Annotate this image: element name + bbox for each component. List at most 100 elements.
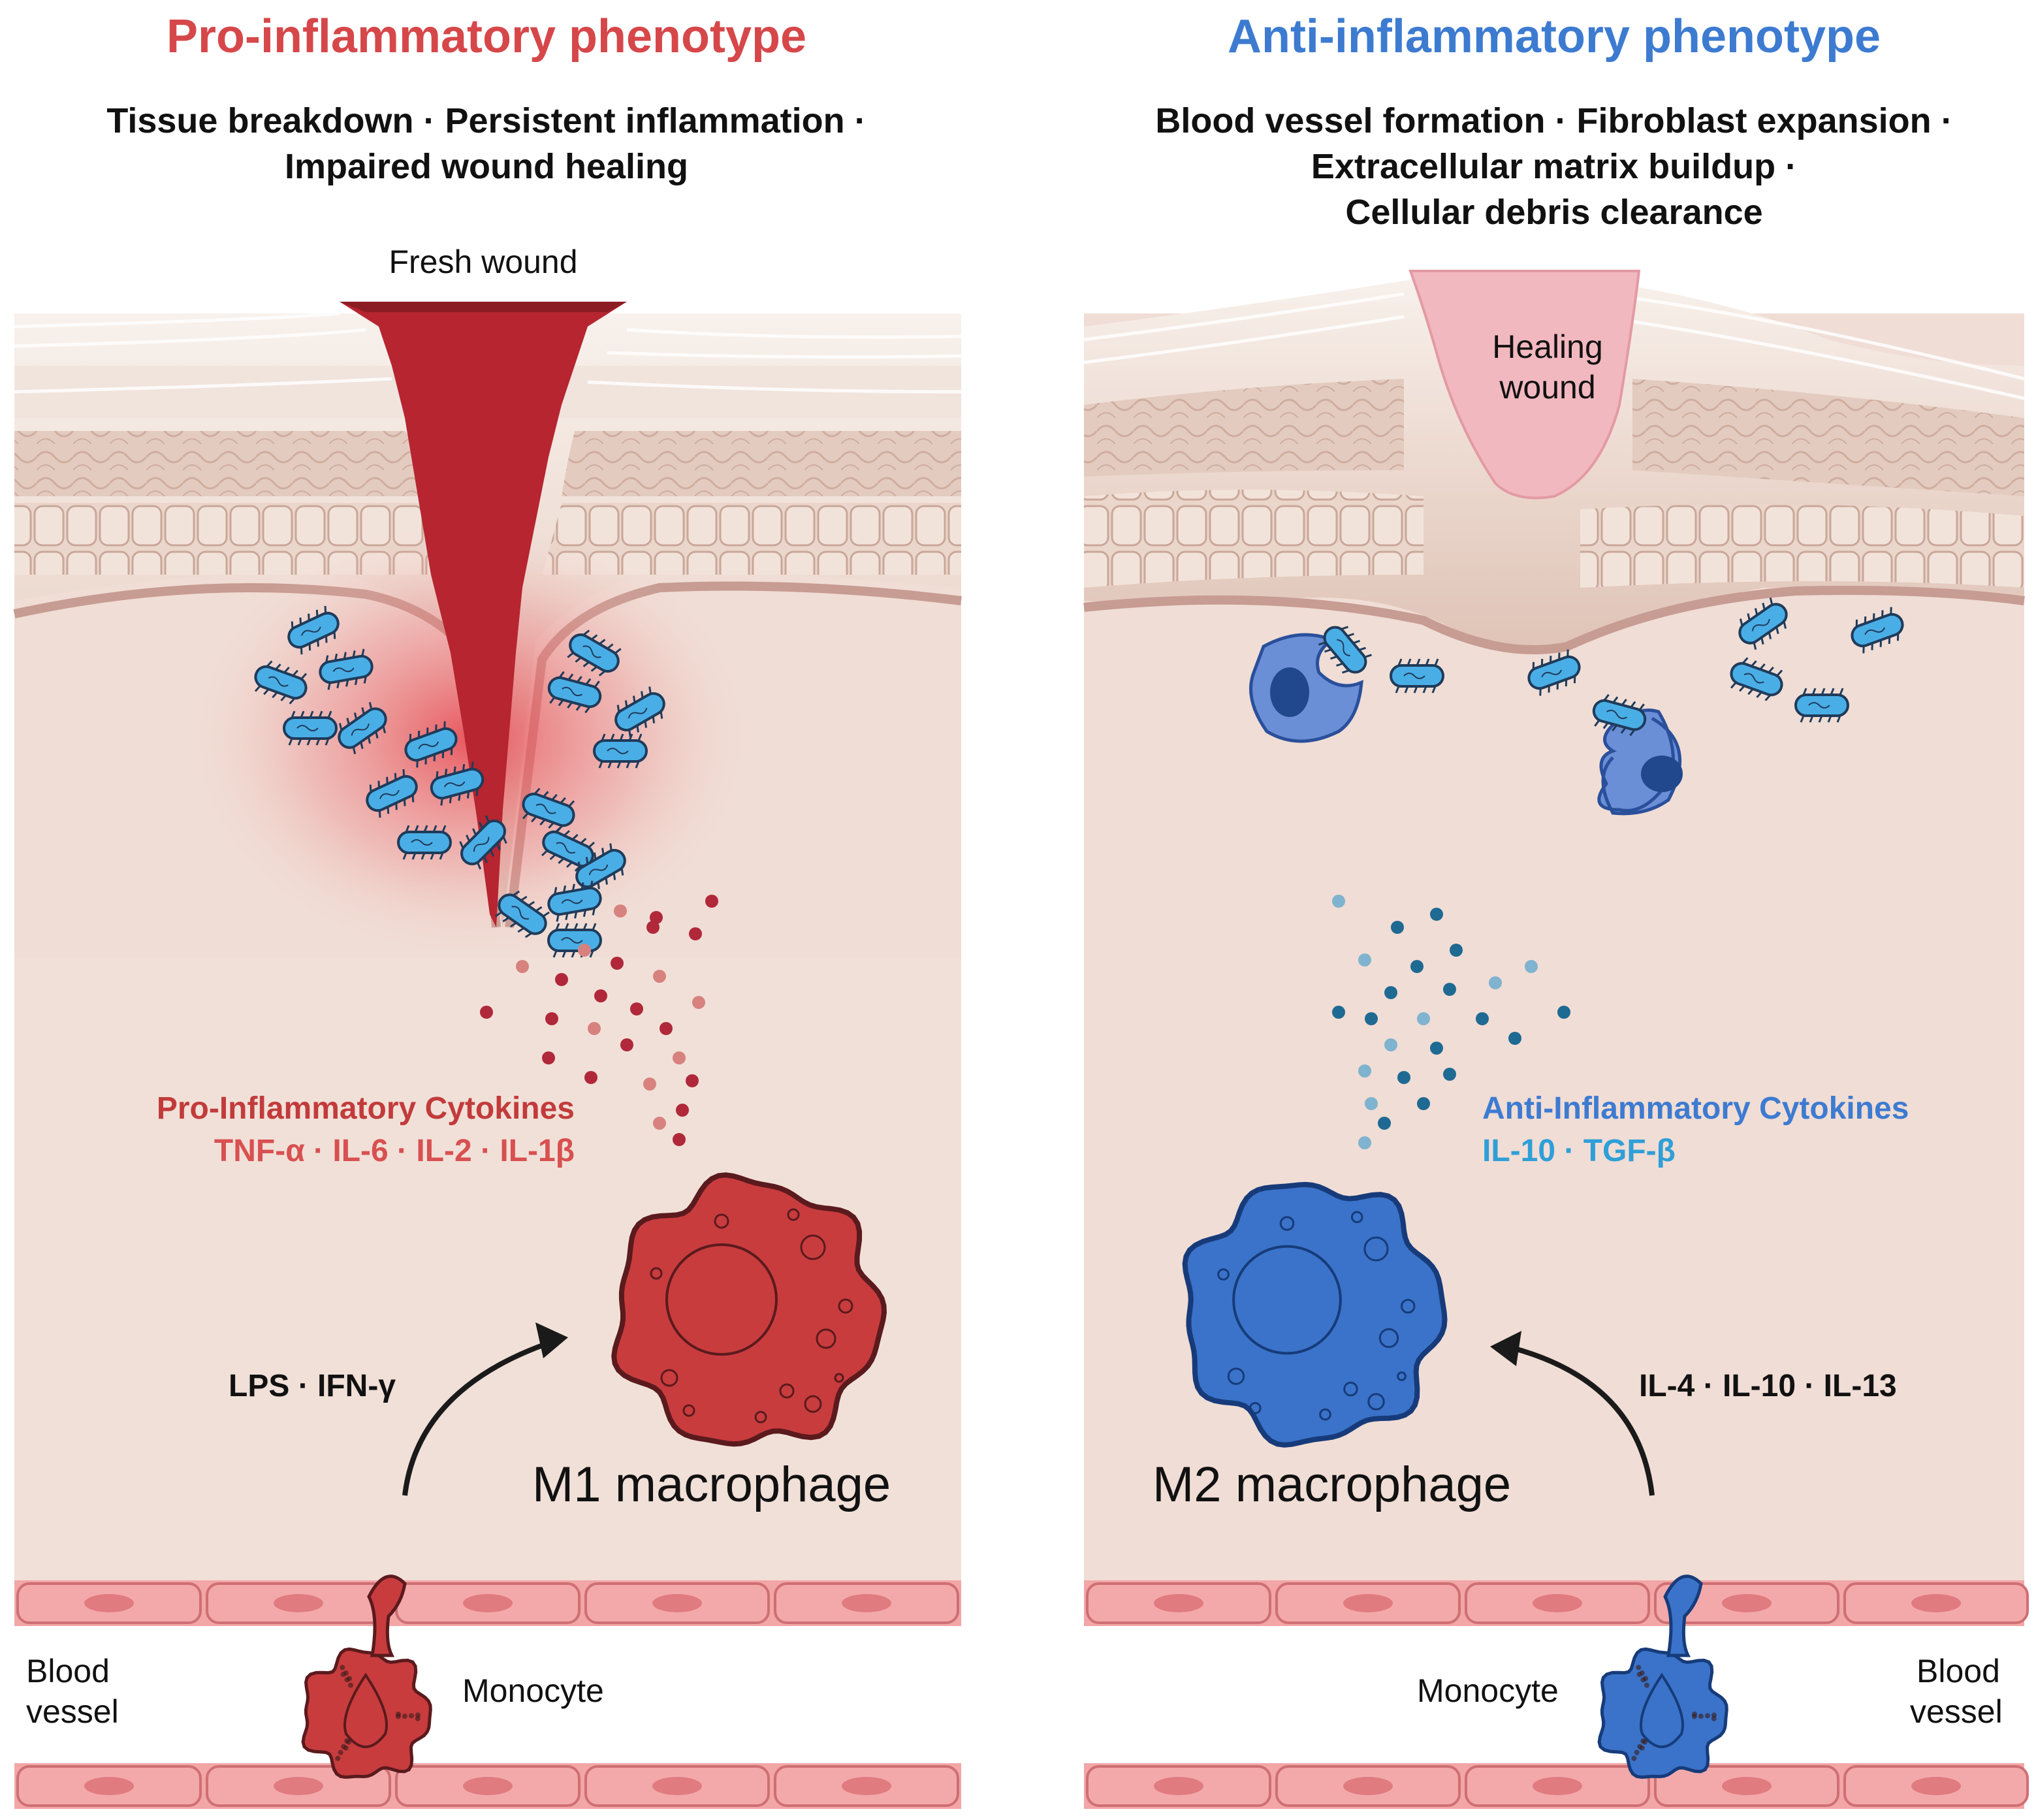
endothelial-nucleus	[652, 1777, 702, 1795]
m1-macrophage-label: M1 macrophage	[532, 1457, 891, 1512]
vacuole	[787, 1208, 800, 1221]
healing-wound-label-2: wound	[1499, 369, 1596, 406]
granule	[408, 1713, 414, 1719]
bacterium-icon	[547, 923, 602, 958]
granule	[1636, 1665, 1642, 1670]
granule	[1634, 1749, 1640, 1755]
endothelial-nucleus	[1154, 1777, 1203, 1795]
vacuole	[660, 1369, 678, 1387]
cytokine-dot	[1384, 1038, 1397, 1051]
endothelial-nucleus	[842, 1777, 891, 1795]
granule	[347, 1682, 353, 1688]
monocyte-body	[301, 1647, 432, 1779]
healing-wound-label-1: Healing	[1492, 328, 1603, 365]
cytokine-dot	[1332, 895, 1345, 908]
m1-macrophage	[611, 1172, 887, 1447]
bacterium-icon	[1794, 688, 1849, 723]
nucleus	[665, 1243, 778, 1356]
granule	[340, 1665, 345, 1670]
vacuole	[1343, 1381, 1358, 1397]
endothelial-nucleus	[1911, 1594, 1961, 1612]
endothelial-nucleus	[1343, 1594, 1393, 1612]
cytokine-dot	[542, 1051, 555, 1064]
left-vessel-label-1: Blood	[26, 1653, 110, 1689]
cytokine-dot	[1378, 1117, 1391, 1130]
bacterium-icon	[1318, 626, 1372, 674]
vacuole	[1397, 1371, 1407, 1381]
vacuole	[714, 1213, 729, 1229]
granule	[1640, 1738, 1646, 1744]
healing-wound	[1408, 270, 1641, 500]
vacuole	[800, 1234, 826, 1260]
anti-cytokines-list: IL-10 · TGF-β	[1482, 1134, 1676, 1168]
bacterium-icon	[430, 761, 485, 806]
bacterium-icon	[319, 648, 374, 690]
cytokine-dot	[620, 1038, 633, 1051]
cytokine-dot	[584, 1071, 597, 1084]
right-vessel-label-1: Blood	[1917, 1653, 2000, 1689]
endothelial-nucleus	[84, 1594, 134, 1612]
cytokine-dot	[692, 996, 705, 1009]
anti-cytokines-label: Anti-Inflammatory Cytokines	[1482, 1091, 1909, 1126]
vacuole	[650, 1267, 663, 1280]
cytokine-dot	[1443, 1068, 1456, 1081]
vacuole	[1401, 1299, 1416, 1314]
left-effects-line-2: Impaired wound healing	[284, 147, 689, 186]
bacterium-icon	[495, 890, 550, 938]
cytokine-dot	[1557, 1006, 1570, 1019]
cytokine-dot	[1365, 1012, 1378, 1025]
cytokine-dot	[705, 895, 718, 908]
vacuole	[1227, 1367, 1245, 1385]
cytokine-dot	[646, 921, 660, 934]
left-effects-line-1: Tissue breakdown · Persistent inflammati…	[106, 101, 867, 140]
left-monocyte	[301, 1574, 432, 1779]
monocyte-pseudopod	[367, 1574, 407, 1657]
cytokine-dot	[673, 1133, 686, 1146]
vacuole	[1249, 1401, 1262, 1414]
bacterium-icon	[1527, 649, 1581, 696]
cytokine-dot	[1365, 1097, 1378, 1110]
right-monocyte	[1597, 1574, 1728, 1779]
left-cytokine-dots	[480, 895, 718, 1146]
right-panel	[1083, 270, 2029, 1809]
granule	[1639, 1670, 1645, 1676]
bacterium-icon	[366, 769, 418, 818]
granule	[1698, 1714, 1704, 1719]
vacuole	[1350, 1211, 1363, 1224]
monocyte-nucleus	[1640, 1672, 1684, 1748]
cytokine-dot	[611, 957, 624, 970]
monocyte-pseudopod	[1663, 1574, 1703, 1657]
cytokine-dot	[588, 1022, 601, 1035]
bacterium-icon	[338, 702, 387, 754]
bacterium-icon	[575, 843, 626, 894]
right-monocyte-label: Monocyte	[1417, 1672, 1559, 1709]
endothelial-nucleus	[84, 1777, 134, 1795]
cytokine-dot	[1430, 1042, 1443, 1055]
cytokine-dot	[594, 989, 607, 1002]
granule	[341, 1744, 347, 1749]
bacterium-icon	[1730, 657, 1783, 701]
vacuole	[1367, 1393, 1385, 1411]
right-effects-line-3: Cellular debris clearance	[1345, 193, 1763, 232]
phagocyte-nucleus	[1641, 756, 1683, 792]
left-bacteria-group	[254, 605, 665, 958]
bacterium-icon	[1592, 694, 1647, 737]
cytokine-dot	[1417, 1012, 1430, 1025]
cytokine-dot	[480, 1006, 493, 1019]
cytokine-dot	[676, 1104, 689, 1117]
granule	[1643, 1676, 1649, 1682]
left-vessel-label-2: vessel	[26, 1693, 119, 1730]
left-stimuli: LPS · IFN-γ	[229, 1369, 396, 1403]
bacterium-icon	[541, 826, 596, 872]
bacterium-icon	[567, 630, 622, 677]
cytokine-dot	[1508, 1032, 1521, 1045]
cytokine-dot	[1489, 976, 1502, 989]
vacuole	[1378, 1328, 1399, 1349]
cytokine-dot	[1476, 1012, 1489, 1025]
right-differentiation-arrow	[1501, 1343, 1655, 1496]
cytokine-dot	[1430, 908, 1443, 921]
endothelial-nucleus	[1533, 1594, 1582, 1612]
vacuole	[1279, 1216, 1295, 1231]
cytokine-dot	[1391, 921, 1404, 934]
bacterium-icon	[397, 825, 452, 860]
